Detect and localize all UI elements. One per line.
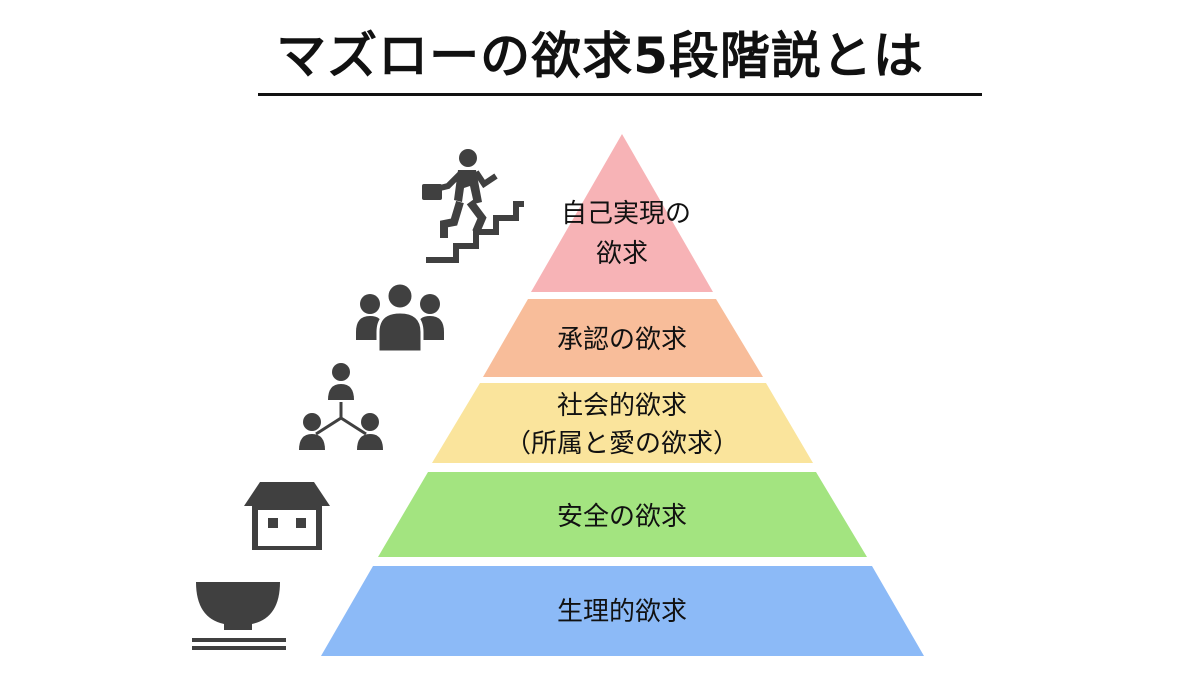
level-self-actualization-label-2: 欲求 [596,239,648,269]
pyramid-level-safety [378,472,867,557]
pyramid-level-social [432,383,813,463]
title-underline [258,93,982,96]
level-esteem-label: 承認の欲求 [557,325,687,355]
network-people-icon [296,362,386,454]
pyramid-level-physiological [321,566,924,656]
level-social-label-1: 社会的欲求 [557,391,687,421]
page-title: マズローの欲求5段階説とは [276,27,924,85]
level-safety-label: 安全の欲求 [557,502,687,532]
level-physiological-label: 生理的欲求 [557,597,687,627]
pyramid-level-self-actualization [531,134,713,292]
level-self-actualization-label-1: 自己実現の [561,199,691,229]
house-icon [242,480,332,552]
climbing-person-icon [418,146,528,266]
group-icon [354,280,446,352]
pyramid-level-esteem [483,299,763,377]
level-social-label-2: （所属と愛の欲求） [505,429,739,459]
rice-bowl-icon [190,580,290,658]
